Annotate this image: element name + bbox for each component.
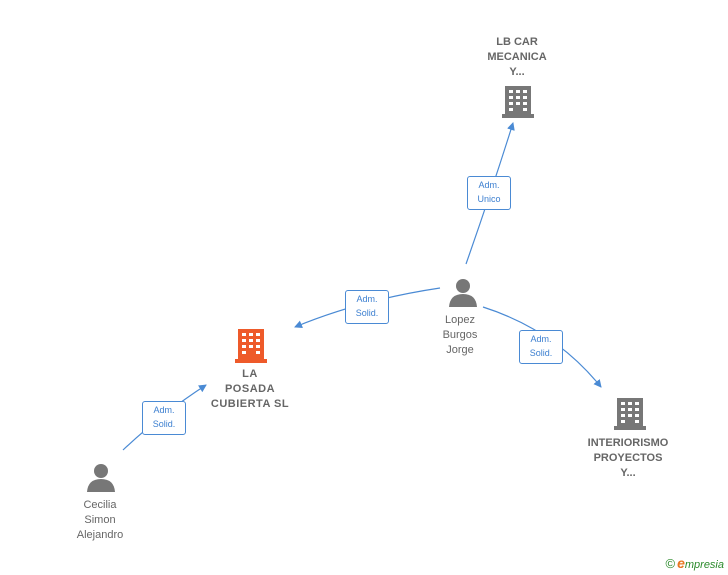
empresia-logo: ©empresia bbox=[665, 555, 724, 571]
relation-line2: Solid. bbox=[355, 308, 379, 318]
relation-badge-adm-solid[interactable]: Adm. Solid. bbox=[345, 290, 389, 324]
brand-name: mpresia bbox=[684, 559, 724, 571]
copyright-icon: © bbox=[665, 556, 676, 571]
person-label-cecilia[interactable]: Cecilia Simon Alejandro bbox=[76, 499, 124, 541]
company-label-lbcar[interactable]: LB CAR MECANICA Y... bbox=[487, 36, 547, 78]
relation-badge-adm-unico[interactable]: Adm. Unico bbox=[467, 176, 511, 210]
relation-line2: Solid. bbox=[529, 348, 553, 358]
company-label-interiorismo[interactable]: INTERIORISMO PROYECTOS Y... bbox=[587, 437, 669, 479]
relation-line1: Adm. bbox=[530, 334, 552, 344]
relation-line2: Solid. bbox=[152, 419, 176, 429]
relation-line1: Adm. bbox=[478, 180, 500, 190]
brand-initial: e bbox=[677, 555, 685, 571]
relation-line1: Adm. bbox=[356, 294, 378, 304]
building-icon[interactable] bbox=[502, 84, 534, 118]
relation-badge-adm-solid[interactable]: Adm. Solid. bbox=[142, 401, 186, 435]
relation-line2: Unico bbox=[477, 194, 501, 204]
relation-badge-adm-solid[interactable]: Adm. Solid. bbox=[519, 330, 563, 364]
building-icon[interactable] bbox=[614, 396, 646, 430]
person-icon[interactable] bbox=[86, 462, 116, 492]
person-label-lopez[interactable]: Lopez Burgos Jorge bbox=[442, 314, 478, 356]
relation-line1: Adm. bbox=[153, 405, 175, 415]
company-label-posada[interactable]: LA POSADA CUBIERTA SL bbox=[210, 368, 290, 410]
person-icon[interactable] bbox=[448, 277, 478, 307]
building-icon-main[interactable] bbox=[235, 327, 267, 363]
